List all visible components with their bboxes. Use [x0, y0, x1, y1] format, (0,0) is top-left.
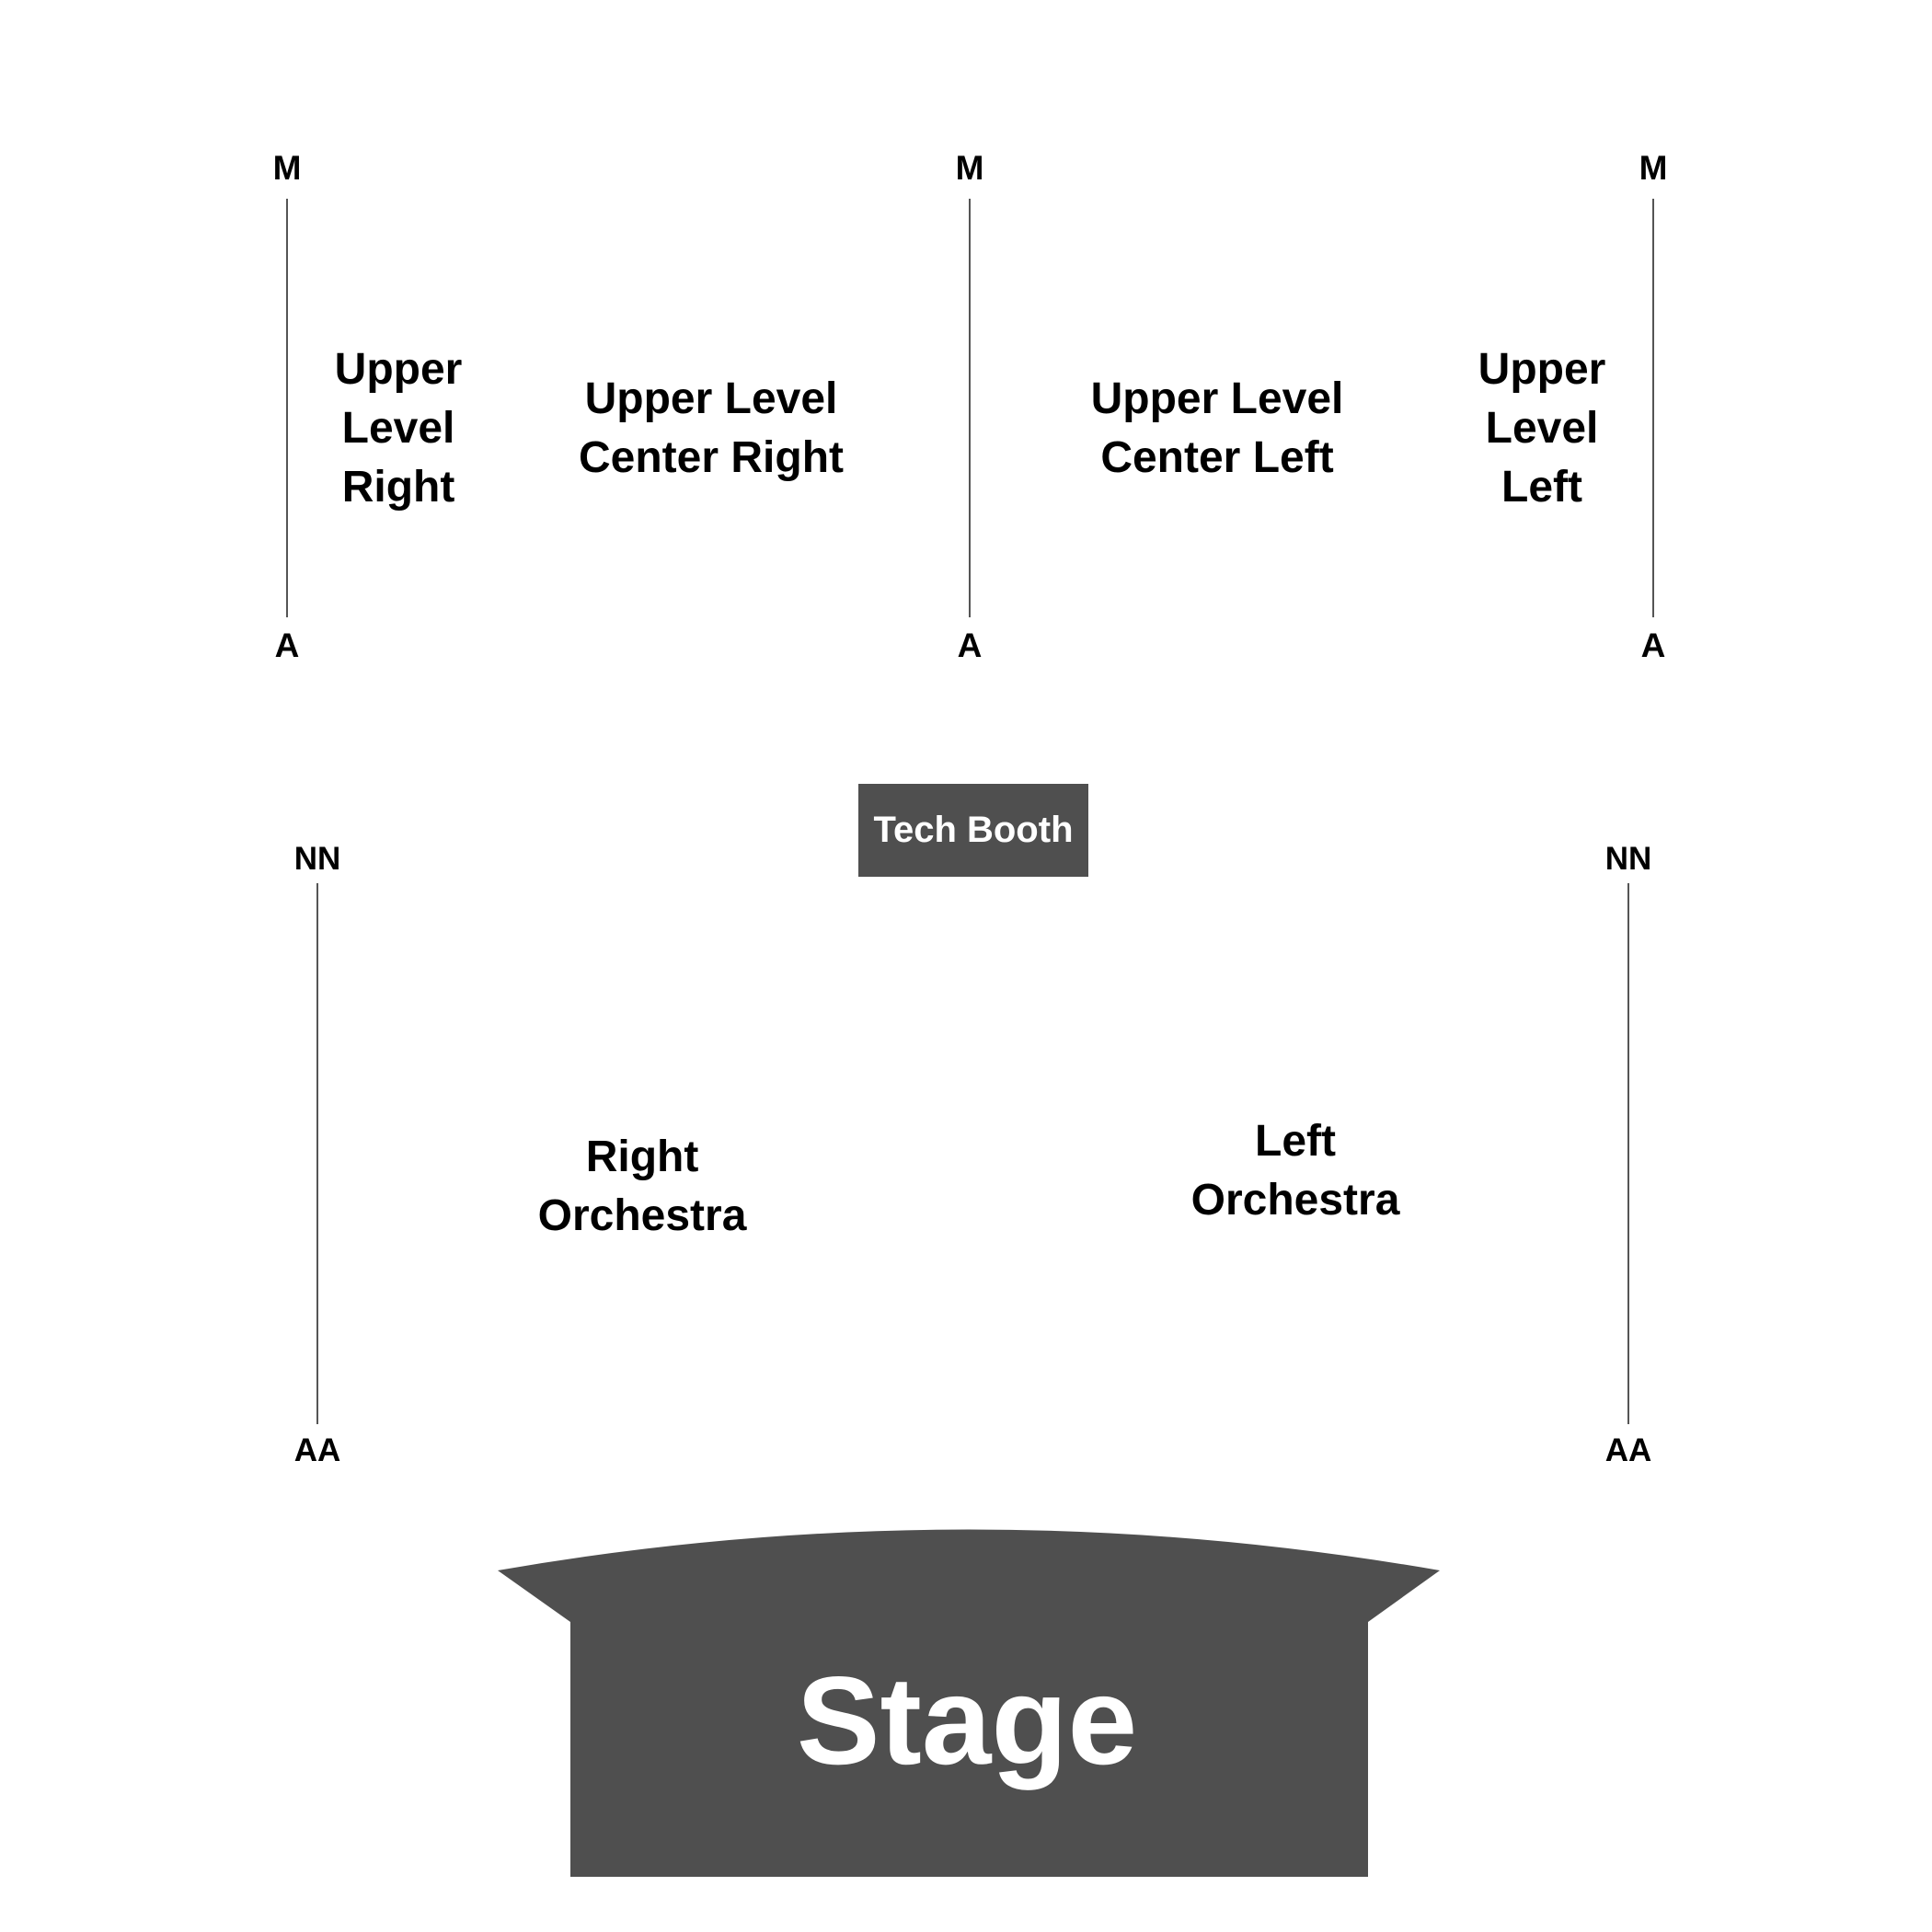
- section-left-orchestra-line-1: Left: [1255, 1117, 1336, 1166]
- section-upper-level-center-right-line-2: Center Right: [579, 433, 844, 482]
- section-upper-level-left[interactable]: Upper Level Left: [1450, 340, 1634, 517]
- upper-right-aisle-line: [286, 199, 288, 617]
- section-upper-level-right-line-1: Upper: [334, 345, 463, 394]
- section-right-orchestra[interactable]: Right Orchestra: [504, 1128, 780, 1246]
- upper-left-row-top-label: M: [1639, 149, 1668, 187]
- section-right-orchestra-line-2: Orchestra: [537, 1191, 747, 1240]
- section-left-orchestra[interactable]: Left Orchestra: [1157, 1112, 1433, 1230]
- section-upper-level-center-right[interactable]: Upper Level Center Right: [550, 370, 872, 488]
- upper-left-aisle-line: [1652, 199, 1654, 617]
- section-upper-level-left-line-2: Level: [1485, 404, 1599, 453]
- upper-left-row-bottom-label: A: [1640, 627, 1666, 664]
- upper-right-row-bottom-label: A: [274, 627, 300, 664]
- upper-right-row-top-label: M: [272, 149, 302, 187]
- section-upper-level-center-right-line-1: Upper Level: [584, 374, 838, 423]
- section-upper-level-right-line-2: Level: [341, 404, 455, 453]
- section-upper-level-center-left-line-2: Center Left: [1100, 433, 1334, 482]
- section-upper-level-left-line-1: Upper: [1478, 345, 1606, 394]
- upper-center-aisle-line: [969, 199, 971, 617]
- orchestra-left-row-top-label: NN: [1604, 841, 1652, 877]
- section-upper-level-right-line-3: Right: [341, 463, 455, 512]
- orchestra-right-aisle-line: [316, 883, 318, 1424]
- orchestra-left-row-bottom-label: AA: [1604, 1432, 1652, 1468]
- section-upper-level-left-line-3: Left: [1501, 463, 1582, 512]
- upper-center-row-top-label: M: [955, 149, 984, 187]
- section-right-orchestra-line-1: Right: [585, 1133, 699, 1181]
- stage-label: Stage: [796, 1650, 1138, 1790]
- section-upper-level-center-left-line-1: Upper Level: [1090, 374, 1344, 423]
- section-left-orchestra-line-2: Orchestra: [1190, 1176, 1400, 1225]
- section-upper-level-center-left[interactable]: Upper Level Center Left: [1056, 370, 1378, 488]
- orchestra-right-row-bottom-label: AA: [293, 1432, 341, 1468]
- orchestra-left-aisle-line: [1627, 883, 1629, 1424]
- section-upper-level-right[interactable]: Upper Level Right: [306, 340, 490, 517]
- orchestra-right-row-top-label: NN: [293, 841, 341, 877]
- tech-booth: Tech Booth: [858, 784, 1088, 877]
- upper-center-row-bottom-label: A: [957, 627, 983, 664]
